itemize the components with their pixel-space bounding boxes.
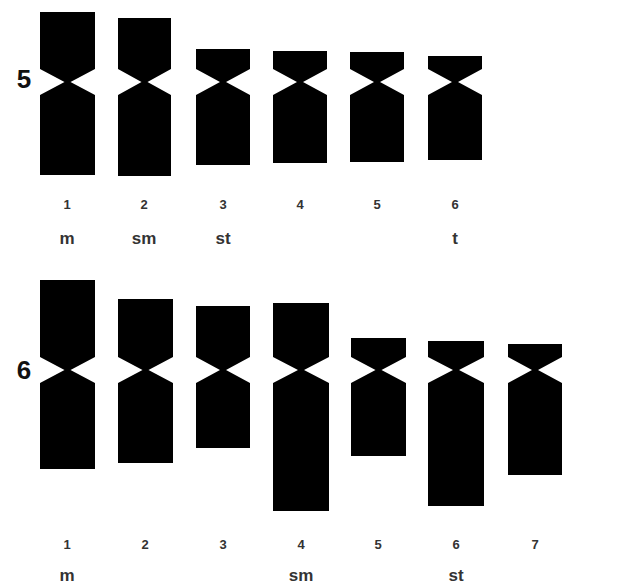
chromosome-number: 5 bbox=[374, 538, 381, 551]
type-label: t bbox=[452, 230, 458, 247]
chromosome bbox=[508, 344, 562, 475]
chromosome bbox=[118, 299, 173, 463]
chromosome bbox=[428, 341, 484, 506]
chromosome bbox=[350, 52, 404, 162]
row-label: 6 bbox=[17, 357, 31, 383]
row-label: 5 bbox=[17, 66, 31, 92]
type-label: m bbox=[59, 567, 74, 584]
chromosome-number: 4 bbox=[297, 538, 304, 551]
type-label: m bbox=[59, 230, 74, 247]
type-label: sm bbox=[289, 567, 314, 584]
type-label: sm bbox=[132, 230, 157, 247]
chromosome-number: 2 bbox=[141, 538, 148, 551]
chromosome-number: 4 bbox=[296, 198, 303, 211]
chromosome bbox=[196, 49, 250, 165]
chromosome bbox=[351, 338, 406, 456]
type-label: st bbox=[215, 230, 230, 247]
chromosome-number: 6 bbox=[451, 198, 458, 211]
chromosome bbox=[196, 306, 250, 448]
chromosome-number: 6 bbox=[452, 538, 459, 551]
chromosome bbox=[40, 12, 95, 175]
type-label: st bbox=[448, 567, 463, 584]
chromosome bbox=[273, 303, 329, 511]
chromosome-number: 2 bbox=[140, 198, 147, 211]
chromosome bbox=[273, 51, 327, 163]
chromosome bbox=[118, 18, 171, 176]
chromosome bbox=[40, 280, 95, 469]
chromosome-number: 7 bbox=[531, 538, 538, 551]
chromosome-number: 1 bbox=[63, 538, 70, 551]
chromosome-number: 3 bbox=[219, 198, 226, 211]
chromosome-number: 5 bbox=[373, 198, 380, 211]
chromosome bbox=[428, 56, 482, 160]
chromosome-number: 3 bbox=[219, 538, 226, 551]
chromosome-number: 1 bbox=[63, 198, 70, 211]
